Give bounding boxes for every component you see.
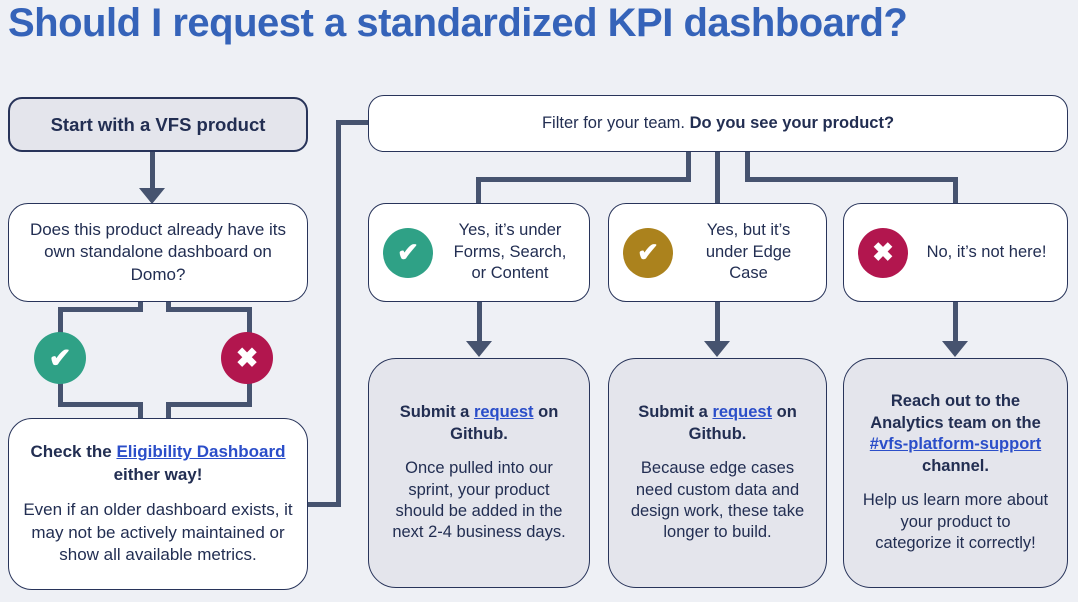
eligibility-dashboard-link[interactable]: Eligibility Dashboard bbox=[116, 442, 286, 462]
connector-merge-stub-left bbox=[138, 402, 143, 418]
connector-branch3-to-outcome bbox=[953, 302, 958, 342]
connector-filter-horizontal-3 bbox=[745, 177, 958, 182]
no-circle: ✖ bbox=[221, 332, 273, 384]
connector-branch-right-horizontal bbox=[166, 307, 252, 312]
branch1-label: Yes, it’s under Forms, Search, or Conten… bbox=[453, 221, 567, 283]
connector-branch2-to-outcome bbox=[715, 302, 720, 342]
node-outcome-github-request-1: Submit a request on Github. Once pulled … bbox=[368, 358, 590, 588]
check-icon: ✔ bbox=[48, 342, 72, 373]
connector-check-to-riser bbox=[308, 502, 341, 507]
question-text: Does this product already have its own s… bbox=[29, 219, 287, 284]
check-icon: ✔ bbox=[623, 227, 673, 278]
connector-into-branch-1 bbox=[476, 177, 481, 203]
check-glyph: ✔ bbox=[397, 236, 419, 267]
arrow-down-icon bbox=[139, 188, 165, 204]
outcome3-heading: Reach out to the Analytics team on the #… bbox=[861, 391, 1050, 477]
node-outcome-github-request-2: Submit a request on Github. Because edge… bbox=[608, 358, 827, 588]
connector-filter-horizontal-1 bbox=[476, 177, 691, 182]
connector-from-yes-circle bbox=[58, 381, 63, 407]
outcome3-prefix: Reach out to the Analytics team on the bbox=[870, 392, 1041, 432]
arrow-down-icon bbox=[466, 341, 492, 357]
connector-to-yes-circle bbox=[58, 307, 63, 335]
node-standalone-dashboard-question: Does this product already have its own s… bbox=[8, 203, 308, 302]
github-request-link[interactable]: request bbox=[712, 403, 773, 422]
check-body: Even if an older dashboard exists, it ma… bbox=[23, 500, 293, 565]
node-check-eligibility-dashboard: Check the Eligibility Dashboard either w… bbox=[8, 418, 308, 590]
filter-text-regular: Filter for your team. bbox=[541, 114, 690, 132]
outcome1-heading: Submit a request on Github. bbox=[386, 402, 572, 445]
node-branch-not-here: ✖ No, it’s not here! bbox=[843, 203, 1068, 302]
page-title: Should I request a standardized KPI dash… bbox=[8, 1, 908, 45]
outcome2-body: Because edge cases need custom data and … bbox=[630, 459, 805, 542]
connector-filter-drop-1 bbox=[686, 152, 691, 182]
check-heading: Check the Eligibility Dashboard either w… bbox=[19, 441, 297, 486]
check-heading-suffix: either way! bbox=[113, 464, 203, 484]
connector-merge-right-horizontal bbox=[166, 402, 252, 407]
vfs-platform-support-link[interactable]: #vfs-platform-support bbox=[869, 435, 1042, 454]
node-branch-forms-search-content: ✔ Yes, it’s under Forms, Search, or Cont… bbox=[368, 203, 590, 302]
outcome1-suffix: on Github. bbox=[450, 403, 559, 443]
outcome2-suffix: on Github. bbox=[688, 403, 797, 443]
connector-filter-drop-2 bbox=[715, 152, 720, 203]
connector-riser-vertical bbox=[336, 120, 341, 507]
x-glyph: ✖ bbox=[872, 236, 894, 267]
connector-merge-left-horizontal bbox=[58, 402, 143, 407]
connector-question-stub-right bbox=[166, 300, 171, 312]
connector-start-to-question bbox=[150, 152, 155, 190]
github-request-link[interactable]: request bbox=[473, 403, 534, 422]
outcome2-heading: Submit a request on Github. bbox=[626, 402, 809, 445]
branch2-label: Yes, but it’s under Edge Case bbox=[705, 221, 792, 283]
outcome1-body: Once pulled into our sprint, your produc… bbox=[392, 459, 566, 542]
connector-into-branch-3 bbox=[953, 177, 958, 203]
branch3-label: No, it’s not here! bbox=[926, 242, 1047, 261]
outcome3-suffix: channel. bbox=[922, 456, 989, 475]
connector-riser-to-filter bbox=[336, 120, 368, 125]
connector-filter-drop-3 bbox=[745, 152, 750, 182]
connector-from-no-circle bbox=[247, 381, 252, 407]
x-icon: ✖ bbox=[858, 227, 908, 278]
connector-merge-stub-right bbox=[166, 402, 171, 418]
check-icon: ✔ bbox=[383, 227, 433, 278]
start-label: Start with a VFS product bbox=[50, 113, 266, 135]
yes-circle: ✔ bbox=[34, 332, 86, 384]
arrow-down-icon bbox=[704, 341, 730, 357]
outcome2-prefix: Submit a bbox=[638, 403, 713, 422]
connector-to-no-circle bbox=[247, 307, 252, 335]
outcome1-prefix: Submit a bbox=[399, 403, 474, 422]
node-start-vfs-product: Start with a VFS product bbox=[8, 97, 308, 152]
outcome3-body: Help us learn more about your product to… bbox=[862, 491, 1049, 553]
node-branch-edge-case: ✔ Yes, but it’s under Edge Case bbox=[608, 203, 827, 302]
filter-text: Filter for your team. Do you see your pr… bbox=[542, 114, 894, 133]
check-heading-prefix: Check the bbox=[30, 442, 117, 462]
arrow-down-icon bbox=[942, 341, 968, 357]
node-outcome-contact-analytics: Reach out to the Analytics team on the #… bbox=[843, 358, 1068, 588]
filter-text-bold: Do you see your product? bbox=[689, 114, 895, 132]
check-glyph: ✔ bbox=[637, 236, 659, 267]
connector-branch1-to-outcome bbox=[477, 302, 482, 342]
connector-question-stub-left bbox=[138, 300, 143, 312]
x-icon: ✖ bbox=[235, 342, 259, 373]
connector-branch-left-horizontal bbox=[58, 307, 143, 312]
node-filter-question: Filter for your team. Do you see your pr… bbox=[368, 95, 1068, 152]
